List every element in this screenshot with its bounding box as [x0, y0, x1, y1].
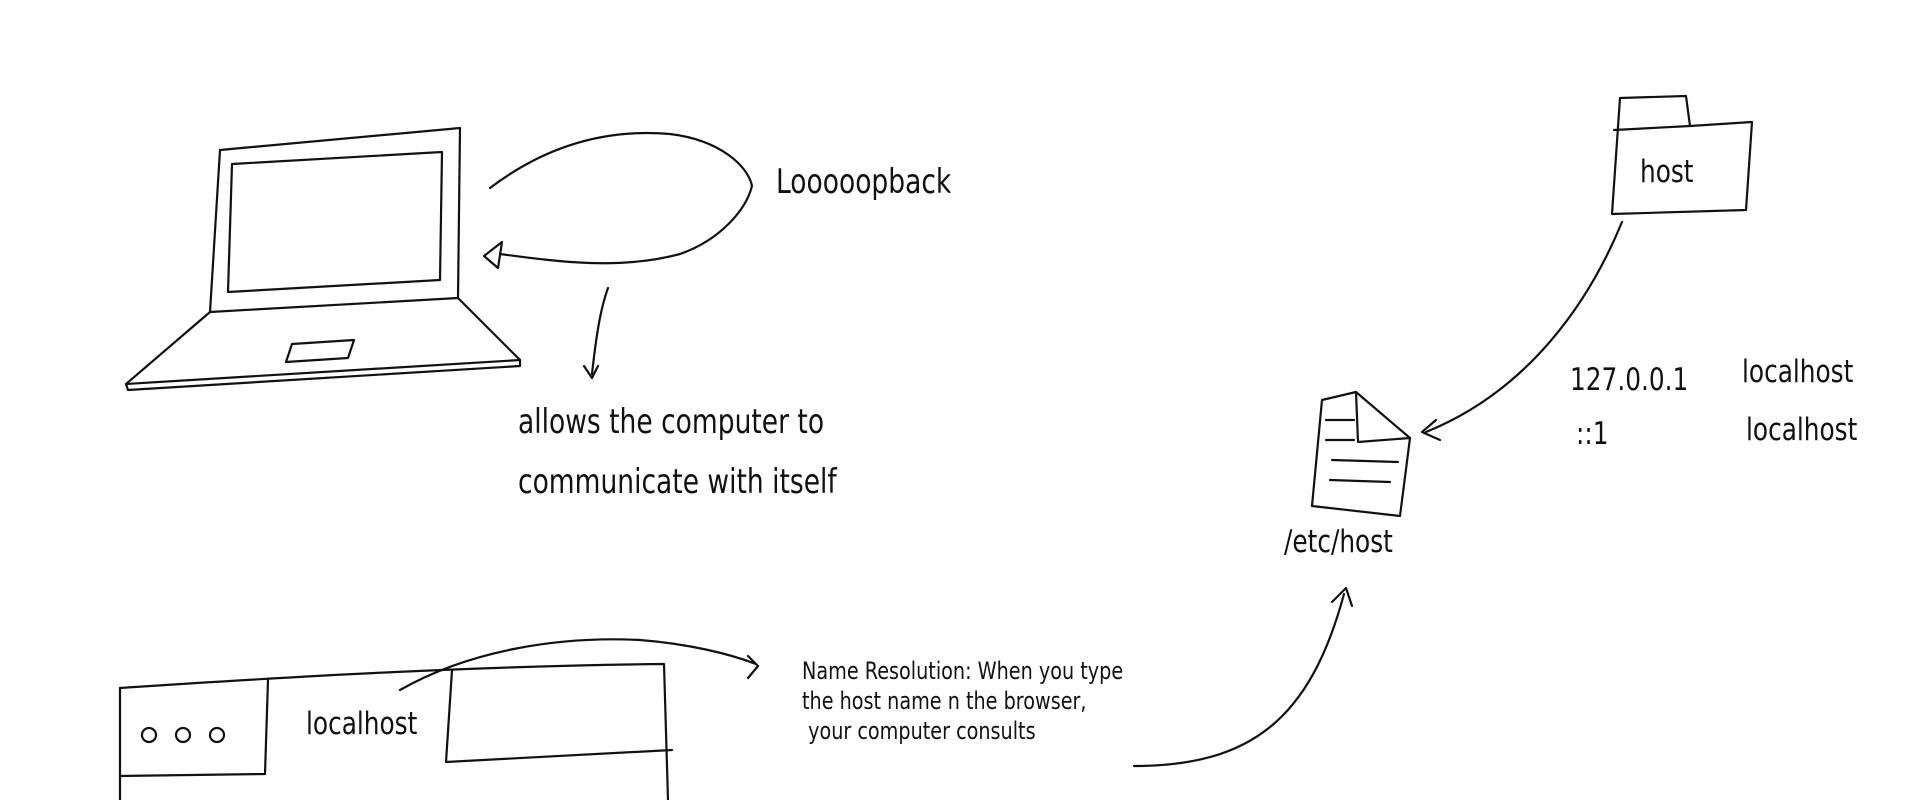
- window-dot-1: [140, 726, 158, 744]
- name-resolution-text: Name Resolution: When you type the host …: [802, 657, 1124, 745]
- loopback-arrowhead: [482, 240, 504, 270]
- window-dot-2: [174, 726, 192, 744]
- loopback-title: Looooopback: [776, 162, 952, 202]
- loopback-arrow: [488, 131, 754, 265]
- hosts-entry-1-address: 127.0.0.1: [1570, 362, 1689, 398]
- hosts-entry-1-name: localhost: [1742, 354, 1854, 390]
- hosts-entry-2-address: ::1: [1576, 416, 1609, 452]
- document-icon: [1310, 390, 1412, 518]
- folder-icon: [1610, 94, 1754, 216]
- laptop-icon: [124, 126, 522, 392]
- description-arrowhead: [582, 364, 600, 380]
- browser-address-text: localhost: [306, 706, 418, 742]
- folder-to-file-arrow: [1424, 220, 1624, 434]
- folder-label: host: [1640, 154, 1694, 190]
- loopback-description: allows the computer to communicate with …: [518, 402, 837, 502]
- window-dot-3: [208, 726, 226, 744]
- resolution-to-hosts-arrowhead: [1330, 586, 1354, 608]
- folder-to-file-arrowhead: [1420, 418, 1442, 442]
- resolution-to-hosts-arrow: [1132, 592, 1346, 768]
- browser-window-sketch: [118, 662, 674, 800]
- hosts-entry-2-name: localhost: [1746, 412, 1858, 448]
- browser-to-resolution-arrowhead: [746, 654, 760, 680]
- browser-to-resolution-arrow: [398, 638, 758, 692]
- description-arrow: [590, 286, 610, 376]
- hosts-file-label: /etc/host: [1284, 524, 1393, 560]
